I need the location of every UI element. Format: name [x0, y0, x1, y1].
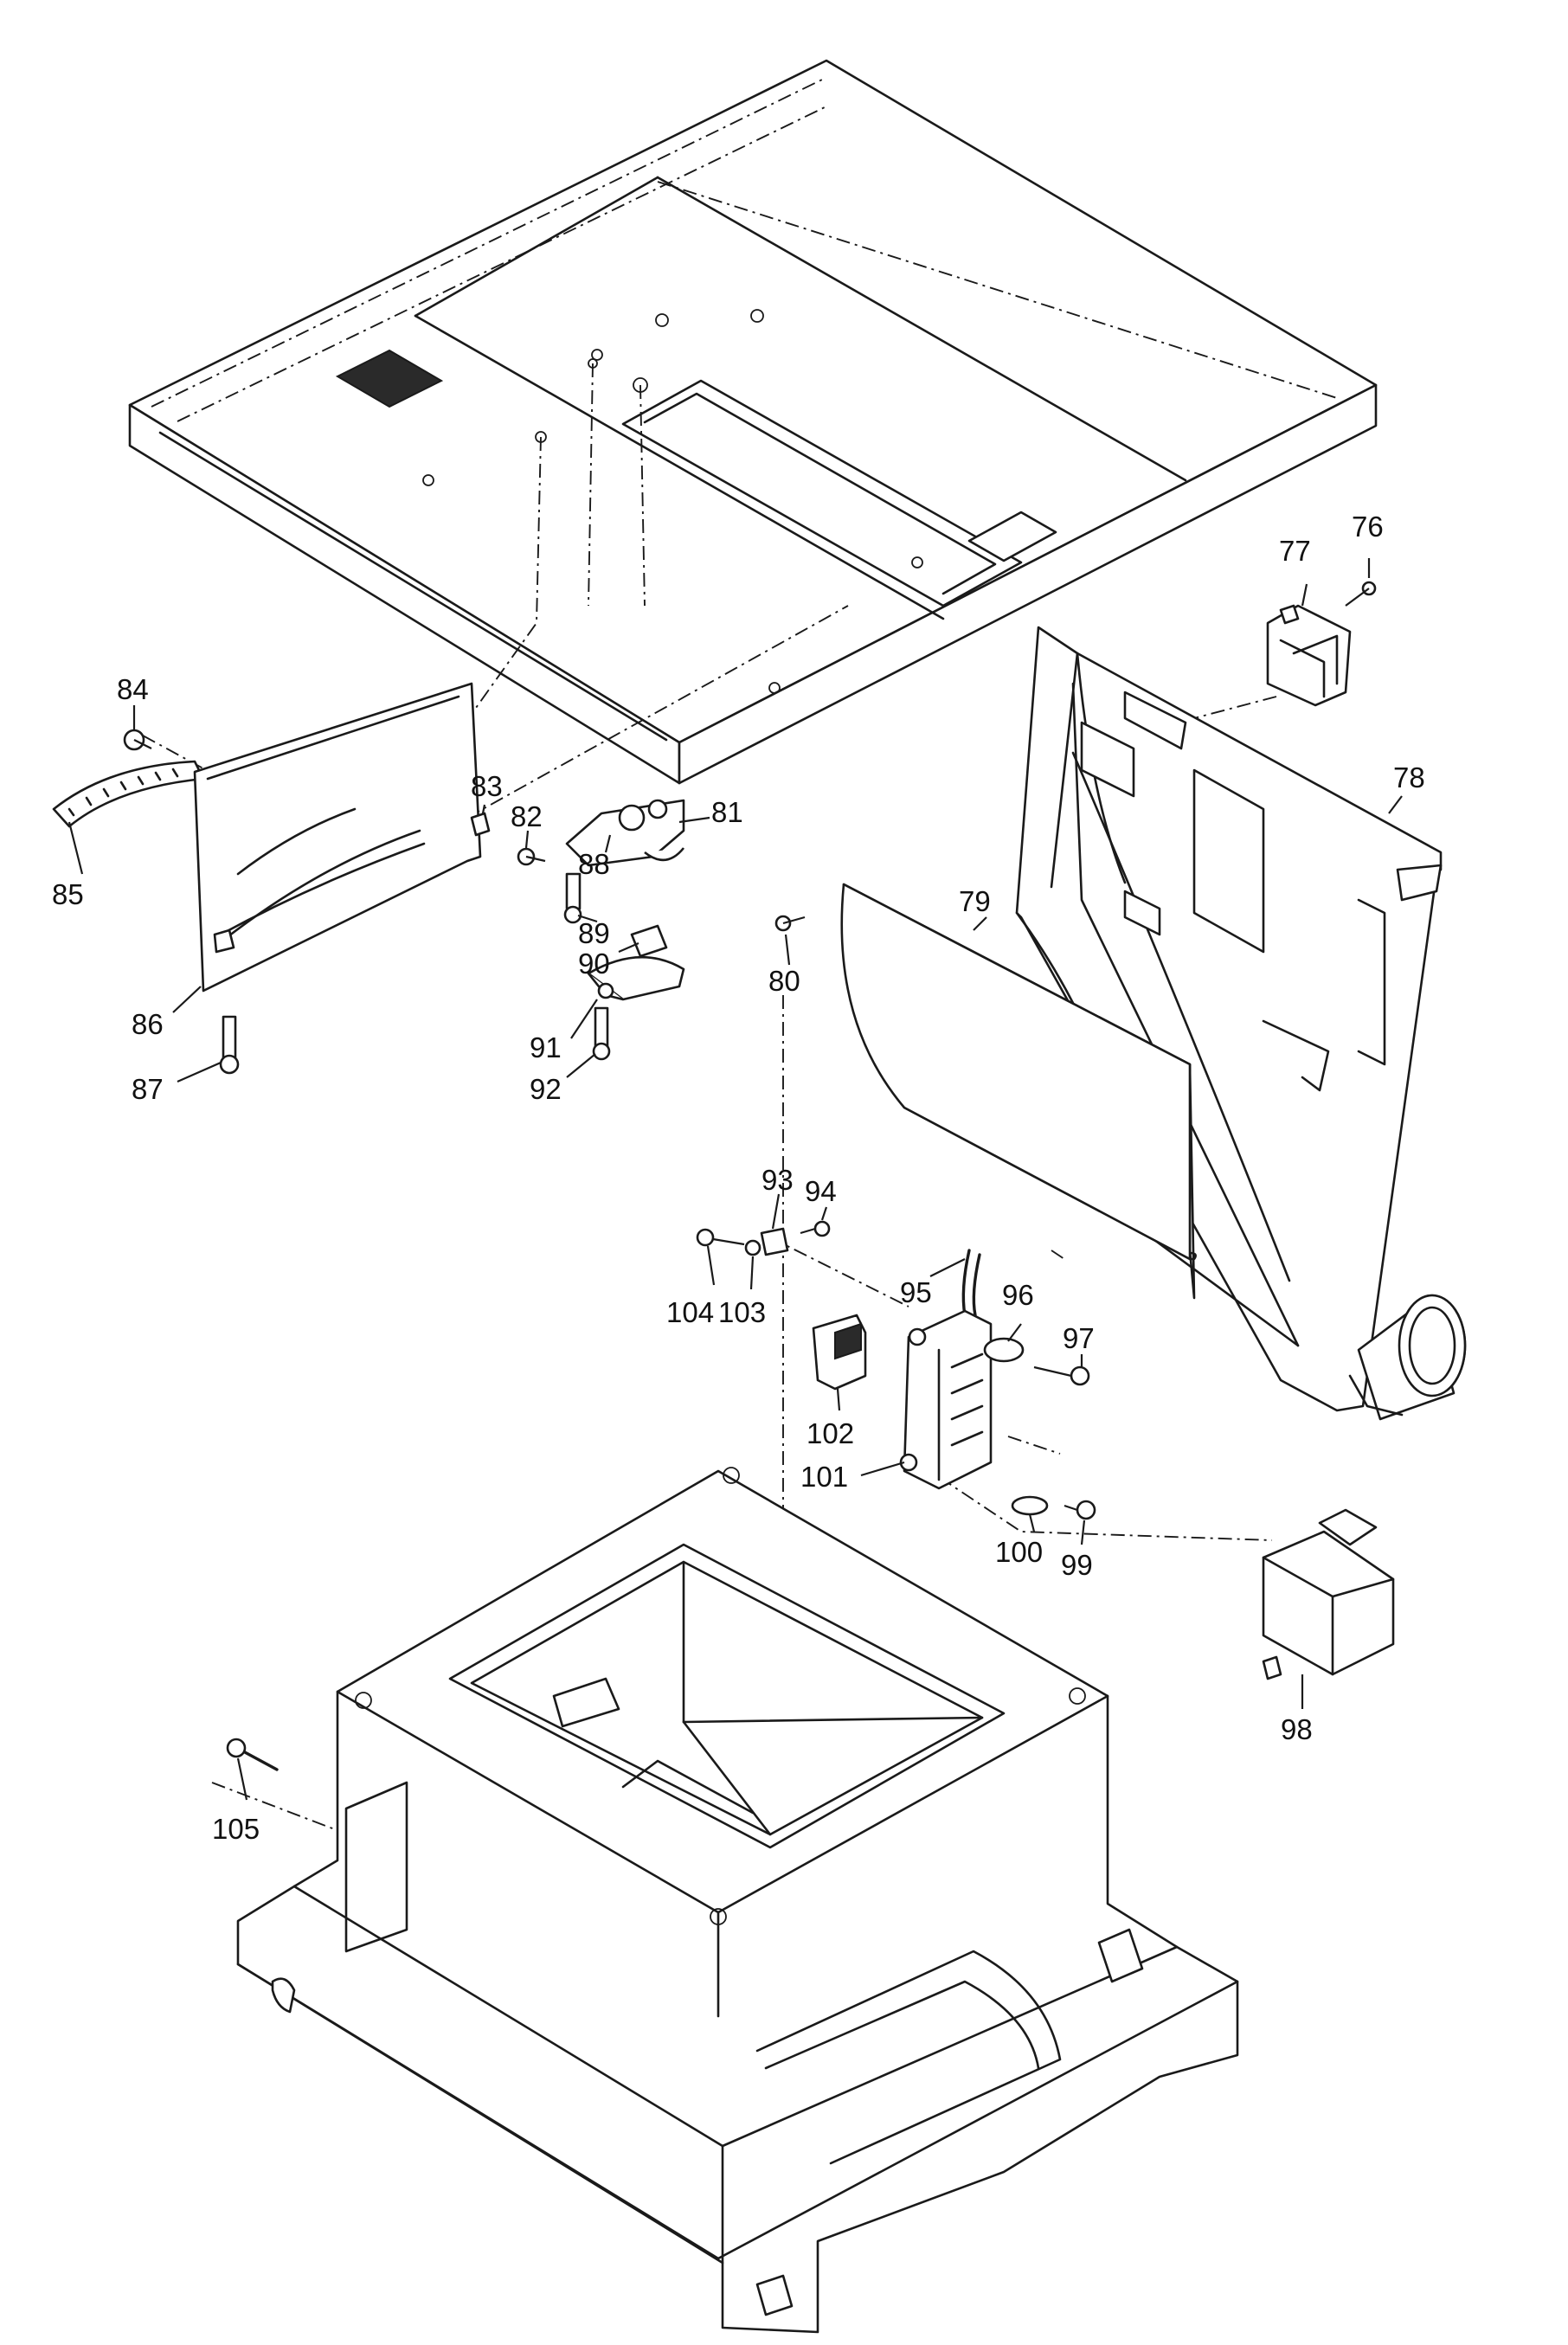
label-105: 105: [212, 1813, 260, 1845]
screw-80: [774, 915, 806, 932]
label-77: 77: [1279, 535, 1311, 567]
bushing-90: [630, 924, 668, 958]
screw-82: [517, 847, 546, 866]
saw-base: [236, 1467, 1239, 2334]
screw-76: [1345, 581, 1377, 607]
label-93: 93: [762, 1164, 794, 1196]
label-102: 102: [806, 1417, 854, 1449]
label-89: 89: [578, 917, 610, 949]
leader-lines: [67, 558, 1403, 1801]
screw-89: [563, 872, 582, 924]
label-83: 83: [471, 770, 503, 802]
label-87: 87: [132, 1073, 164, 1105]
screw-84: [123, 729, 152, 751]
screw-87: [219, 1015, 240, 1075]
label-85: 85: [52, 878, 84, 910]
screw-97: [1033, 1365, 1090, 1386]
screw-105: [226, 1738, 279, 1771]
screw-99: [1064, 1500, 1096, 1520]
label-101: 101: [800, 1461, 848, 1493]
label-86: 86: [132, 1008, 164, 1040]
label-100: 100: [995, 1536, 1043, 1568]
screw-92: [592, 1006, 611, 1061]
callout-labels: 76 77 78 79 80 81 82 83 84 85 86 87 88 8…: [52, 511, 1425, 1845]
bevel-rack-85: [52, 760, 205, 828]
trunnion-81: [565, 799, 685, 867]
label-97: 97: [1063, 1322, 1095, 1354]
screw-94: [800, 1220, 831, 1237]
label-90: 90: [578, 948, 610, 980]
label-88: 88: [578, 848, 610, 880]
label-80: 80: [768, 965, 800, 997]
label-76: 76: [1352, 511, 1384, 543]
label-78: 78: [1393, 761, 1425, 793]
label-98: 98: [1281, 1713, 1313, 1745]
bracket-plate-86: [193, 682, 482, 993]
label-103: 103: [718, 1296, 766, 1328]
clip-83: [470, 812, 491, 837]
label-81: 81: [711, 796, 743, 828]
switch-cover-98: [1262, 1508, 1395, 1680]
label-96: 96: [1002, 1279, 1034, 1311]
bracket-77: [1266, 604, 1352, 707]
washer-103: [744, 1239, 762, 1256]
cable-95: [961, 1249, 981, 1317]
label-82: 82: [511, 800, 543, 832]
knob-96: [983, 1337, 1025, 1363]
label-92: 92: [530, 1073, 562, 1105]
label-84: 84: [117, 673, 149, 705]
clip-93: [760, 1227, 789, 1256]
washer-100: [1011, 1495, 1049, 1516]
label-91: 91: [530, 1031, 562, 1063]
label-104: 104: [666, 1296, 714, 1328]
table-top: [128, 59, 1378, 785]
switch-box-101: [899, 1309, 993, 1490]
blade-guard-cover: [840, 883, 1197, 1300]
label-95: 95: [900, 1276, 932, 1308]
switch-102: [812, 1314, 867, 1391]
label-94: 94: [805, 1175, 837, 1207]
screw-104: [696, 1228, 745, 1247]
label-79: 79: [959, 885, 991, 917]
label-99: 99: [1061, 1549, 1093, 1581]
trunnion-91: [587, 955, 685, 1001]
